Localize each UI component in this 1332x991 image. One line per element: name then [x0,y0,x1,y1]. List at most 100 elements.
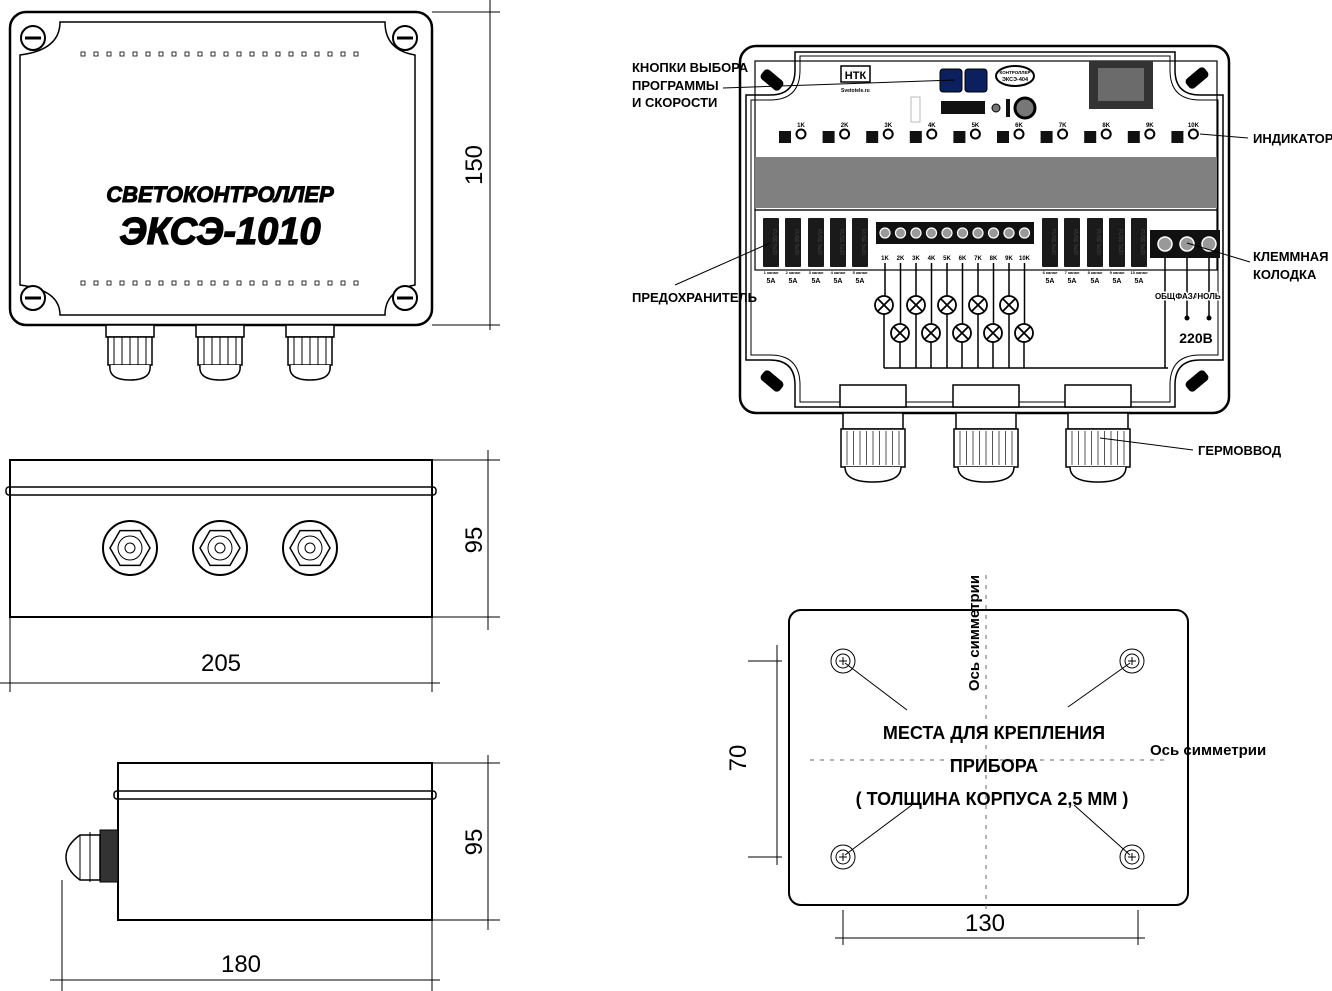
fuse [763,218,779,267]
led-label: 9K [1146,123,1154,129]
mounting-hole-icon [830,844,856,870]
fuse [1042,218,1058,267]
front-view: СВЕТОКОНТРОЛЛЕР ЭКСЭ-1010 150 [8,0,500,381]
lamp-cross [971,298,985,312]
ntk-logo [840,65,871,83]
end-lid-rim [113,790,437,800]
gland-cap [199,364,241,381]
model-badge-line2: ЭКСЭ-404 [1002,77,1029,83]
vent-dot [301,280,307,286]
led-pad [1084,131,1097,143]
led-label: 6K [1015,123,1023,129]
fuse-rating: 5A [856,278,865,285]
vent-dot [197,51,203,57]
fuse [1131,218,1147,267]
fuse [830,218,846,267]
logo-text: НТК [845,70,867,82]
power-terminal-screw [1179,236,1195,252]
indicator-led [839,128,851,140]
fuse-type: FUSE 5x20 [816,229,822,255]
fuse-type: FUSE 5x20 [1139,229,1145,255]
terminal-screw [1003,227,1015,239]
mounting-hole-inner [1124,849,1140,865]
vent-dot [275,280,281,286]
axis-label-vertical: Ось симметрии [966,575,983,691]
terminal-label: 8K [990,256,998,262]
led-label: 4K [928,123,936,129]
mounting-pad [760,69,784,91]
power-terminal-label: НОЛЬ [1197,292,1220,301]
power-terminal-label: ФАЗА [1175,292,1198,301]
gland-hole [124,542,136,554]
gland-hole [214,542,226,554]
vent-dot [275,51,281,57]
gland-hole [304,542,316,554]
mounting-text-3: ( ТОЛЩИНА КОРПУСА 2,5 ММ ) [856,789,1129,809]
mounting-view: Ось симметрии Ось симметрии МЕСТА ДЛЯ КР… [725,575,1266,945]
dim-width-130: 130 [965,910,1005,937]
hole-center-mark [1128,657,1136,665]
gland-nut [285,324,335,338]
buzzer [1013,96,1037,120]
dim-height-95: 95 [461,527,488,554]
callout-fuse: ПРЕДОХРАНИТЕЛЬ [632,290,757,305]
lamp-cross [1002,298,1016,312]
fuse-channel: 2 канал [786,270,801,275]
gland-cap [1069,466,1127,483]
terminal-label: 9K [1005,256,1013,262]
fuse-type: FUSE 5x20 [1095,229,1101,255]
connector [910,96,921,123]
callout-buttons-3: И СКОРОСТИ [632,95,717,110]
gland-mount [1064,384,1132,408]
fuse-rating: 5A [1068,278,1077,285]
led-status [991,103,1001,113]
vent-dot [353,51,359,57]
indicator-led [969,128,981,140]
mounting-hole-inner [835,849,851,865]
fuse-rating: 5A [812,278,821,285]
mounting-hole-icon [1119,648,1145,674]
terminal-label: 5K [943,256,951,262]
gland-nut [955,412,1017,430]
vent-dot [314,51,320,57]
vent-dot [158,51,164,57]
terminal-screw [956,227,969,239]
fuse [808,218,824,267]
vent-dot [249,51,255,57]
fuse [1087,218,1103,267]
vent-dot [158,280,164,286]
gland-mount [952,384,1020,408]
model-badge-line1: КОНТРОЛЛЕР [1000,70,1031,75]
vent-dot [223,280,229,286]
led-pad [1171,131,1184,143]
led-pad [779,131,791,143]
fuse-type: FUSE 5x20 [771,229,777,255]
led-label: 1K [797,123,805,129]
vent-dot [80,51,86,57]
mounting-text-1: МЕСТА ДЛЯ КРЕПЛЕНИЯ [883,723,1105,743]
model-badge [995,65,1035,87]
vent-dot [327,51,333,57]
fuse-type: FUSE 5x20 [1050,229,1056,255]
vent-dot [236,280,242,286]
mounting-plate [788,609,1189,906]
terminal-screw [894,227,907,239]
lamp-cross [893,326,907,340]
fuse-type: FUSE 5x20 [1072,229,1078,255]
terminal-label: 3K [912,256,920,262]
indicator-led [926,128,938,140]
fuse-channel: 10 канал [1131,270,1148,275]
vent-dot [197,280,203,286]
fuse-channel: 9 канал [1110,270,1125,275]
product-title: СВЕТОКОНТРОЛЛЕР [106,182,334,207]
end-view: 95 180 [50,755,500,991]
led-label: 7K [1059,123,1067,129]
lid-outline [19,21,416,316]
indicator-led [795,128,807,140]
dim-width-180: 180 [221,951,261,978]
gland-nut [1067,412,1129,430]
vent-dot [106,280,112,286]
led-pad [997,131,1009,143]
speed-button[interactable] [964,68,988,93]
